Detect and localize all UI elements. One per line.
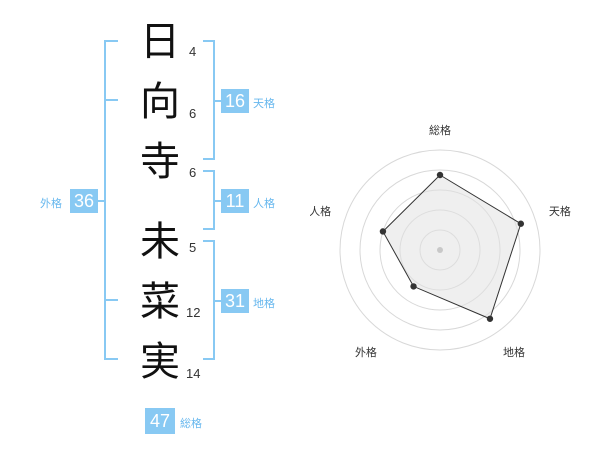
tenkaku-label: 天格 (253, 97, 275, 110)
stroke-count-6: 14 (186, 366, 201, 381)
name-char-5: 菜 (140, 279, 180, 325)
gaikaku-bracket (104, 40, 118, 360)
jinkaku-label: 人格 (253, 197, 275, 210)
gaikaku-value: 36 (70, 189, 98, 213)
gaikaku-label: 外格 (40, 197, 62, 210)
jinkaku-connector (213, 200, 223, 202)
radar-axis-label-3: 地格 (503, 345, 525, 359)
stroke-count-1: 4 (189, 44, 197, 59)
radar-point-5 (379, 228, 387, 235)
radar-point-2 (517, 220, 525, 227)
tenkaku-connector (213, 100, 223, 102)
gaikaku-connector (96, 200, 106, 202)
radar-axis-label-4: 外格 (355, 345, 377, 359)
tenkaku-value: 16 (221, 89, 249, 113)
stroke-count-3: 6 (189, 165, 197, 180)
radar-ring (339, 149, 541, 351)
radar-polygon (382, 174, 522, 320)
radar-point-1 (436, 171, 444, 179)
radar-point-4 (410, 283, 417, 290)
name-char-2: 向 (140, 79, 180, 125)
name-char-6: 実 (140, 339, 180, 385)
chikaku-value: 31 (221, 289, 249, 313)
stroke-count-2: 6 (189, 106, 197, 121)
chikaku-label: 地格 (253, 297, 275, 310)
soukaku-label: 総格 (180, 417, 202, 430)
radar-point-3 (486, 315, 494, 322)
radar-axis-label-5: 人格 (310, 204, 331, 218)
radar-ring (359, 169, 521, 331)
stroke-count-5: 12 (186, 305, 201, 320)
gaikaku-tick-bottom (104, 299, 118, 301)
soukaku-value: 47 (145, 408, 175, 434)
radar-center-dot (437, 247, 443, 253)
jinkaku-value: 11 (221, 189, 249, 213)
name-char-4: 未 (140, 219, 180, 265)
chikaku-connector (213, 300, 223, 302)
radar-axis-label-2: 天格 (549, 204, 571, 218)
radar-axis-label-1: 総格 (429, 123, 451, 137)
name-char-1: 日 (140, 19, 180, 65)
gaikaku-tick-top (104, 99, 118, 101)
name-char-3: 寺 (140, 139, 180, 185)
stroke-count-4: 5 (189, 240, 197, 255)
